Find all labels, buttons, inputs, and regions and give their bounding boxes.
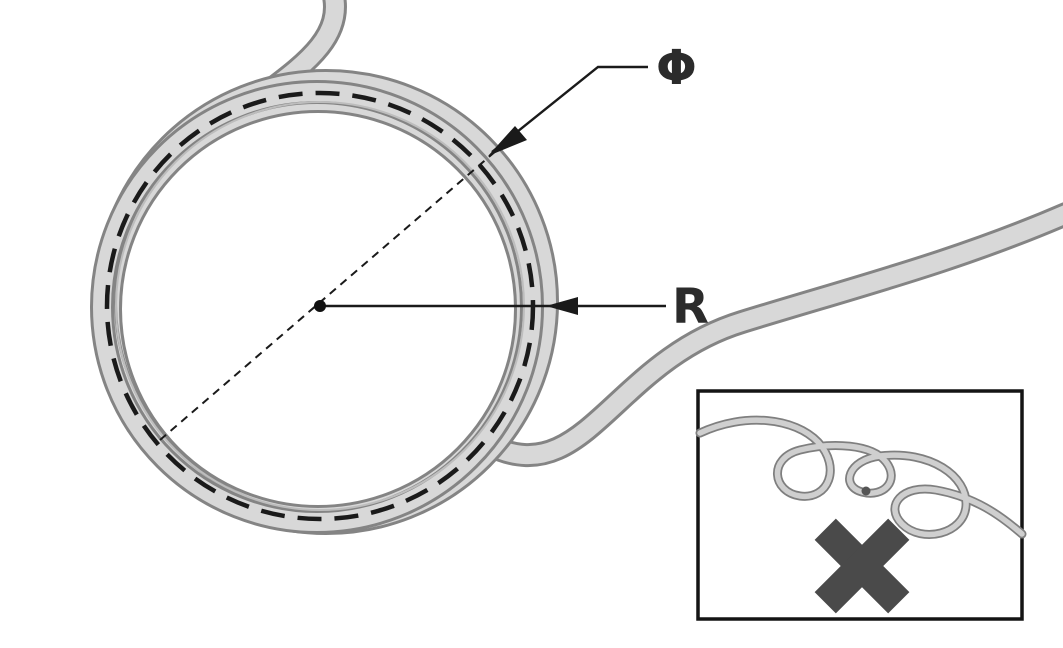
knotted-cable-illustration	[695, 415, 1027, 539]
incorrect-example-inset	[695, 389, 1027, 621]
diameter-construction-line	[159, 149, 498, 441]
x-cross-icon	[814, 518, 910, 614]
diameter-leader-line	[491, 65, 648, 153]
knot-center-dot	[861, 486, 871, 496]
cable-tail-right-fill	[480, 205, 1063, 465]
cable-tail-right	[477, 202, 1063, 468]
radius-label: R	[672, 279, 709, 335]
dimension-annotations	[159, 65, 666, 441]
radius-arrowhead	[546, 297, 578, 315]
circle-center-dot	[314, 300, 326, 312]
diameter-label: Φ	[656, 40, 697, 96]
diameter-arrowhead	[488, 126, 527, 156]
x-cross-bar-2	[814, 518, 910, 614]
